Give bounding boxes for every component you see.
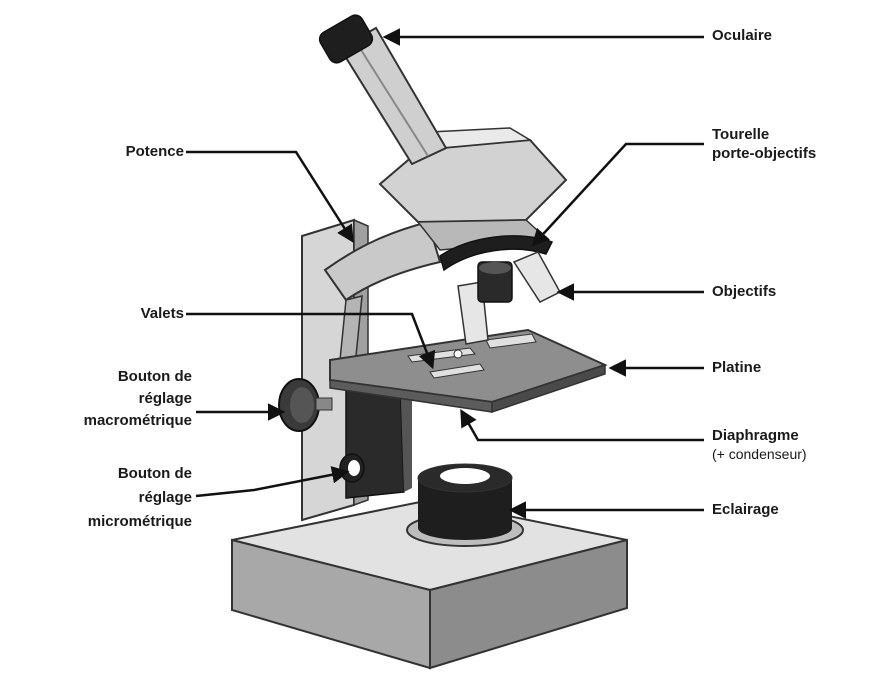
label-valets: Valets (60, 304, 184, 323)
label-diaphragme-line1: Diaphragme (712, 426, 807, 445)
fine-focus-knob (340, 454, 364, 482)
label-macro-line3: macrométrique (20, 410, 192, 432)
leader-potence (186, 152, 352, 240)
label-macro-line2: réglage (20, 388, 192, 410)
label-tourelle: Tourelle porte-objectifs (712, 125, 816, 163)
eyepiece-tube (317, 12, 446, 164)
label-eclairage: Eclairage (712, 500, 779, 519)
label-micro-line1: Bouton de (20, 462, 192, 486)
label-objectifs: Objectifs (712, 282, 776, 301)
leader-tourelle (534, 144, 704, 244)
label-macro-line1: Bouton de (20, 366, 192, 388)
illumination-lamp (407, 464, 523, 546)
label-potence: Potence (60, 142, 184, 161)
label-diaphragme: Diaphragme (+ condenseur) (712, 426, 807, 464)
label-diaphragme-line2: (+ condenseur) (712, 445, 807, 464)
objective-lenses (458, 252, 560, 344)
label-micro-line2: réglage (20, 486, 192, 510)
label-tourelle-line2: porte-objectifs (712, 144, 816, 163)
label-platine: Platine (712, 358, 761, 377)
label-oculaire: Oculaire (712, 26, 772, 45)
label-tourelle-line1: Tourelle (712, 125, 816, 144)
leader-diaphragme (462, 412, 704, 440)
label-micro-line3: micrométrique (20, 510, 192, 534)
label-micro: Bouton de réglage micrométrique (20, 462, 192, 534)
label-leader-lines (186, 37, 704, 510)
label-macro: Bouton de réglage macrométrique (20, 366, 192, 432)
